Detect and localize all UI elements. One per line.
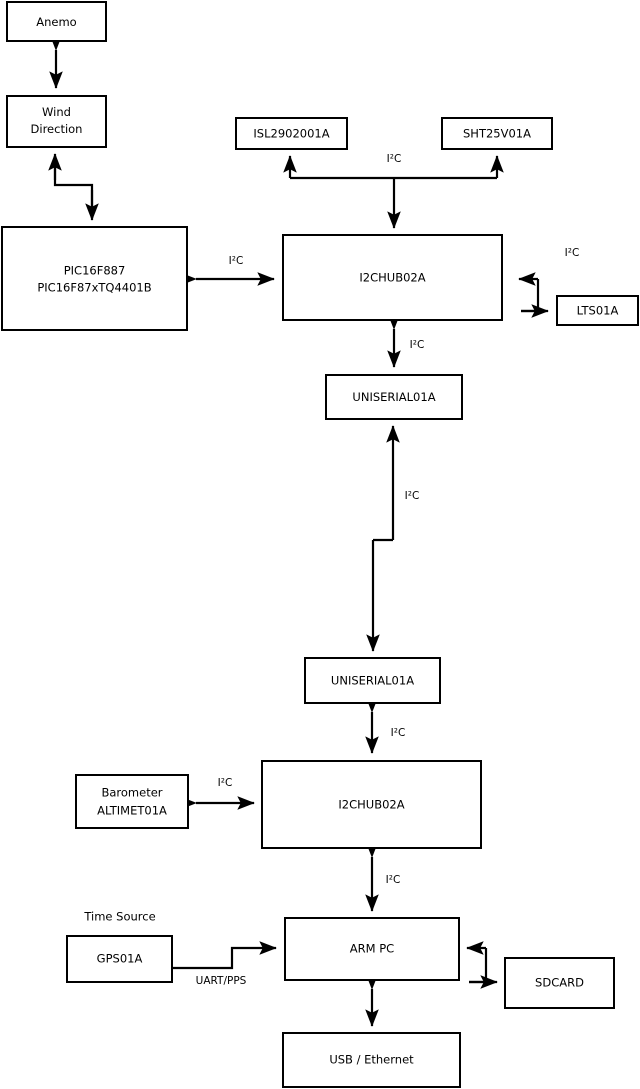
node-pic16f887[interactable]: PIC16F887 PIC16F87xTQ4401B [1, 226, 188, 331]
node-label-lts01a: LTS01A [577, 304, 619, 318]
node-box-sht25v01a[interactable] [441, 117, 553, 150]
node-label-pic16f887-line1: PIC16F887 [64, 264, 126, 278]
node-box-anemo[interactable] [6, 1, 107, 42]
node-label-usb-ethernet: USB / Ethernet [329, 1053, 414, 1067]
node-box-uniserial01a-top[interactable] [325, 374, 463, 420]
node-box-uniserial01a-bottom[interactable] [304, 657, 441, 704]
edge-label-hub-isl-sht: I²C [387, 153, 402, 165]
edge-label-hub-lts: I²C [565, 247, 580, 259]
node-label-barometer-line2: ALTIMET01A [97, 804, 167, 818]
edge-line-wind-pic [53, 156, 94, 218]
node-sht25v01a[interactable]: SHT25V01A [441, 117, 553, 150]
node-i2chub02a-top[interactable]: I2CHUB02A [282, 234, 503, 321]
node-label-uniserial01a-bottom: UNISERIAL01A [331, 674, 414, 688]
edge-uniserial-hub-bot: I²C [365, 695, 406, 754]
node-i2chub02a-bottom[interactable]: I2CHUB02A [261, 760, 482, 849]
edge-label-uniserial-hub-bot: I²C [391, 727, 406, 739]
node-label-i2chub02a-top: I2CHUB02A [359, 271, 425, 285]
node-label-wind-direction-line2: Direction [31, 122, 83, 136]
node-box-sdcard[interactable] [504, 957, 615, 1009]
free-labels-layer: Time Source [83, 910, 155, 924]
node-label-sdcard: SDCARD [535, 976, 584, 990]
node-sdcard[interactable]: SDCARD [504, 957, 615, 1009]
edge-hub-bot-armpc: I²C [365, 840, 401, 912]
node-label-isl2902001a: ISL2902001A [253, 127, 329, 141]
edge-label-hub-bot-armpc: I²C [386, 874, 401, 886]
node-usb-ethernet[interactable]: USB / Ethernet [282, 1032, 461, 1088]
node-uniserial01a-bottom[interactable]: UNISERIAL01A [304, 657, 441, 704]
node-label-gps01a: GPS01A [97, 952, 143, 966]
edge-hub-isl-sht: I²C [283, 153, 504, 229]
node-label-arm-pc: ARM PC [350, 942, 394, 956]
node-box-i2chub02a-bottom[interactable] [261, 760, 482, 849]
edge-hub-lts: I²C [518, 247, 580, 318]
edge-hub-uniserial-top: I²C [387, 312, 425, 368]
node-box-usb-ethernet[interactable] [282, 1032, 461, 1088]
edge-gps-armpc: UART/PPS [172, 941, 277, 987]
node-box-isl2902001a[interactable] [235, 117, 348, 150]
node-box-gps01a[interactable] [66, 935, 173, 983]
node-label-barometer-line1: Barometer [101, 786, 162, 800]
node-box-barometer[interactable] [75, 774, 189, 829]
node-gps01a[interactable]: GPS01A [66, 935, 173, 983]
edge-label-pic-hub: I²C [229, 255, 244, 267]
edge-pic-hub: I²C [179, 255, 275, 286]
edge-armpc-sdcard [466, 941, 498, 989]
node-lts01a[interactable]: LTS01A [556, 295, 639, 326]
node-arm-pc[interactable]: ARM PC [284, 917, 460, 981]
node-label-pic16f887-line2: PIC16F87xTQ4401B [37, 281, 151, 295]
edge-label-gps-armpc: UART/PPS [196, 975, 247, 987]
node-label-uniserial01a-top: UNISERIAL01A [352, 390, 435, 404]
edges-layer: I²C I²C I²C [48, 33, 580, 1027]
label-time-source: Time Source [83, 910, 155, 924]
edge-line-gps-armpc [172, 941, 277, 970]
node-box-i2chub02a-top[interactable] [282, 234, 503, 321]
node-box-wind-direction[interactable] [6, 95, 107, 148]
edge-label-uniserial-uniserial: I²C [405, 490, 420, 502]
edge-label-barometer-hub-bot: I²C [218, 777, 233, 789]
node-label-wind-direction-line1: Wind [42, 105, 71, 119]
node-label-anemo: Anemo [36, 15, 76, 29]
node-wind-direction[interactable]: Wind Direction [6, 95, 107, 148]
edge-barometer-hub-bot: I²C [179, 777, 255, 810]
node-box-pic16f887[interactable] [1, 226, 188, 331]
node-uniserial01a-top[interactable]: UNISERIAL01A [325, 374, 463, 420]
node-box-lts01a[interactable] [556, 295, 639, 326]
node-isl2902001a[interactable]: ISL2902001A [235, 117, 348, 150]
node-box-arm-pc[interactable] [284, 917, 460, 981]
node-label-sht25v01a: SHT25V01A [463, 127, 531, 141]
edge-wind-pic [48, 153, 99, 221]
edge-label-hub-uniserial-top: I²C [410, 339, 425, 351]
node-anemo[interactable]: Anemo [6, 1, 107, 42]
edge-uniserial-uniserial: I²C [366, 425, 420, 652]
node-barometer[interactable]: Barometer ALTIMET01A [75, 774, 189, 829]
node-label-i2chub02a-bottom: I2CHUB02A [338, 798, 404, 812]
